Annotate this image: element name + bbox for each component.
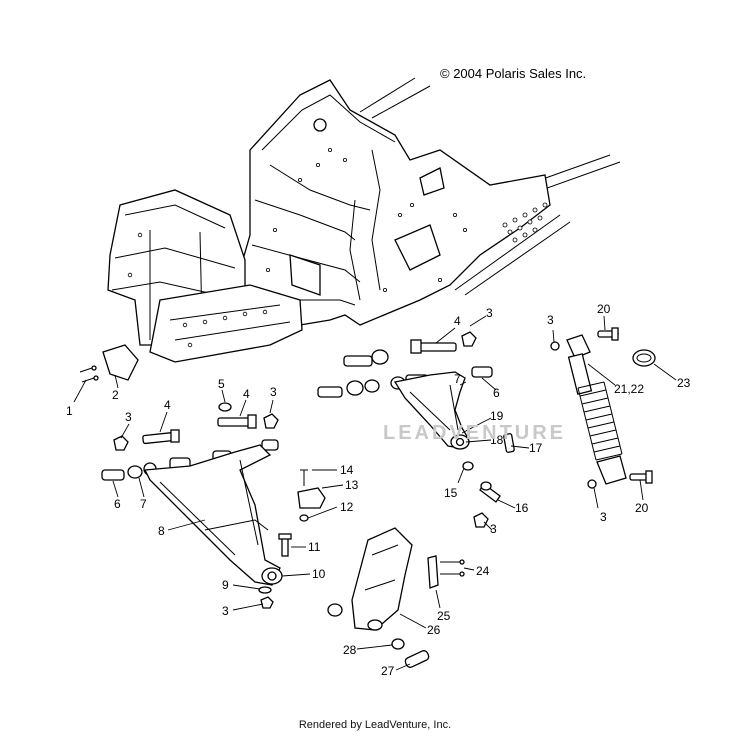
callout-28: 28 [343,643,357,657]
callout-25: 25 [437,609,451,623]
leader-lines [73,315,677,671]
spindle-assembly [327,527,465,668]
callout-11: 11 [308,540,321,554]
callout-17: 17 [529,441,543,455]
callout-3: 3 [270,385,277,399]
callout-2: 2 [112,388,119,402]
callout-4: 4 [454,314,461,328]
callout-3: 3 [490,522,497,536]
callout-5: 5 [218,377,225,391]
callout-19: 19 [490,409,504,423]
callout-8: 8 [158,524,165,538]
shock-absorber [550,327,656,489]
callout-14: 14 [340,463,354,477]
callout-3: 3 [600,510,607,524]
callout-24: 24 [476,564,490,578]
callout-23: 23 [677,376,691,390]
callout-27: 27 [381,664,395,678]
callout-labels: 1 2 3 4 5 4 3 6 7 8 14 13 12 11 9 10 3 4… [66,302,691,678]
watermark-text: LEADVENTURE [383,422,567,444]
callout-7: 7 [454,372,461,386]
callout-21-22: 21,22 [614,382,644,396]
left-a-arm-assembly [101,402,326,609]
callout-4: 4 [164,398,171,412]
hardware-left [79,344,139,383]
copyright-notice: © 2004 Polaris Sales Inc. [440,66,587,81]
callout-3: 3 [222,604,229,618]
callout-3: 3 [125,410,132,424]
footer-credit: Rendered by LeadVenture, Inc. [298,719,452,731]
right-a-arm-assembly [317,331,515,528]
callout-18: 18 [490,433,504,447]
callout-9: 9 [222,578,229,592]
callout-12: 12 [340,500,354,514]
callout-3: 3 [486,306,493,320]
callout-13: 13 [345,478,359,492]
callout-20: 20 [635,501,649,515]
callout-1: 1 [66,404,73,418]
callout-10: 10 [312,567,326,581]
callout-6: 6 [493,386,500,400]
callout-16: 16 [515,501,529,515]
coil-spring [577,381,623,461]
callout-3: 3 [547,313,554,327]
chassis-frame [107,77,621,363]
callout-7: 7 [140,497,147,511]
callout-26: 26 [427,623,441,637]
callout-20: 20 [597,302,611,316]
callout-15: 15 [444,486,458,500]
callout-4: 4 [243,387,250,401]
callout-6: 6 [114,497,121,511]
